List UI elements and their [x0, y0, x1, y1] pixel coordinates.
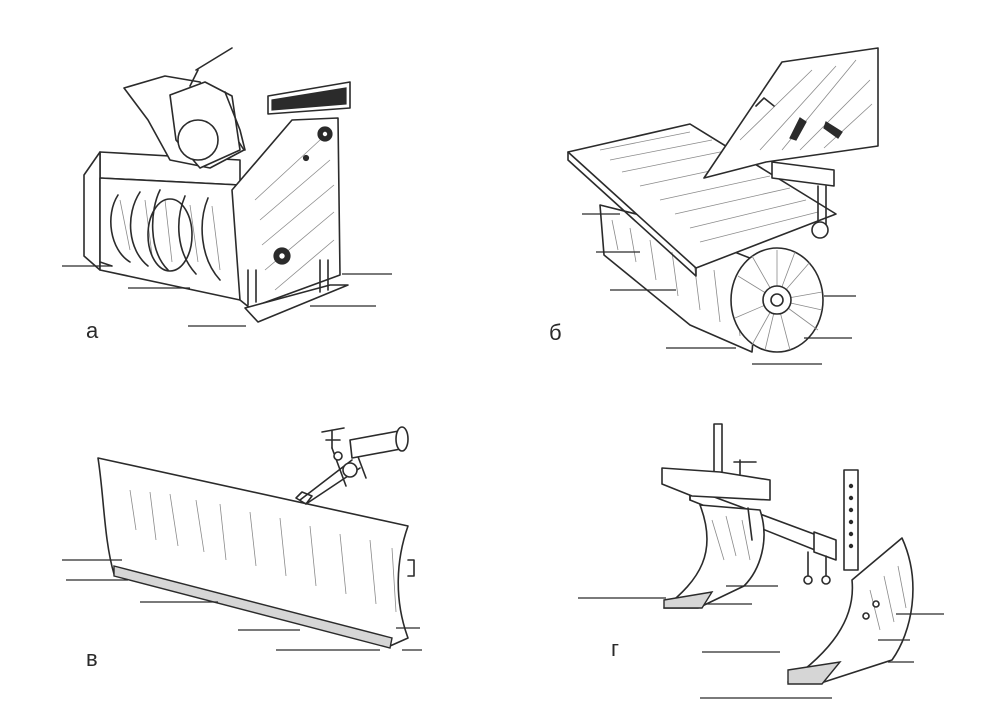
dozer-blade-illustration	[97, 426, 415, 649]
dozer-blade-leaders	[62, 559, 422, 651]
panel-label-a: а	[86, 318, 99, 343]
snow-blower-leaders	[62, 265, 392, 327]
panel-label-g: г	[611, 636, 620, 661]
snow-blower-illustration	[83, 47, 351, 323]
panel-label-v: в	[86, 646, 98, 671]
rotary-brush-leaders	[582, 213, 856, 365]
hiller-plough-illustration	[661, 423, 914, 685]
panel-label-b: б	[549, 320, 562, 345]
rotary-brush-illustration	[567, 47, 879, 353]
hiller-plough-leaders	[578, 585, 944, 699]
